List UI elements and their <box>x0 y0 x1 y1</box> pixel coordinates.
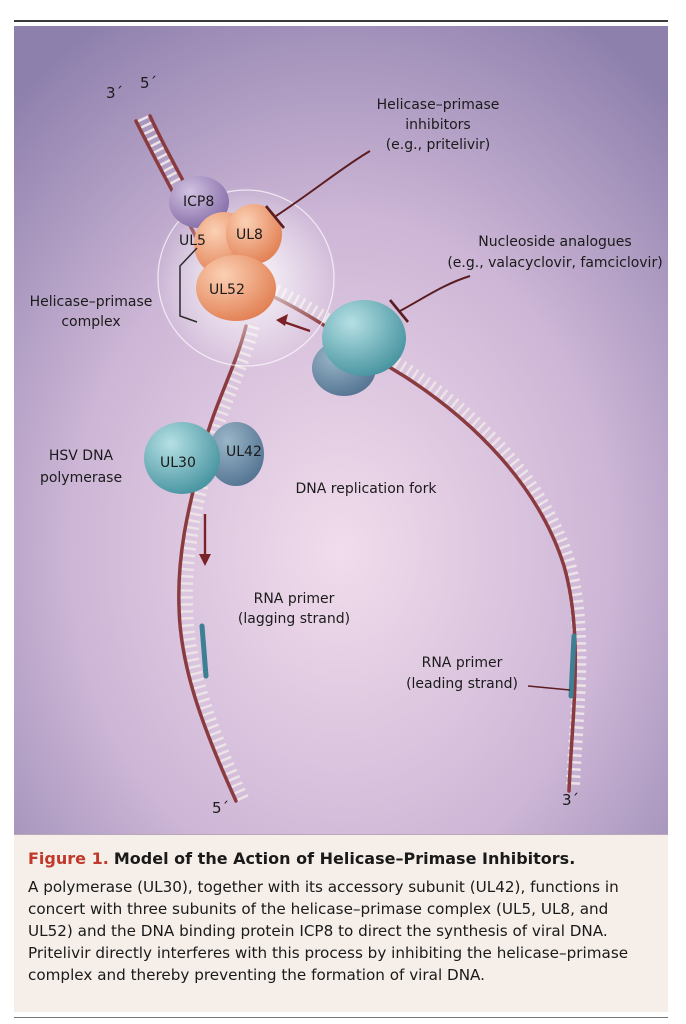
caption-body: A polymerase (UL30), together with its a… <box>28 878 629 984</box>
rna-primers <box>199 623 577 699</box>
ul8-label: UL8 <box>236 227 263 243</box>
lagging-primer-label-line1: RNA primer <box>254 591 335 607</box>
caption-title-line: Figure 1. Model of the Action of Helicas… <box>28 849 654 868</box>
nucleoside-target-protein <box>322 300 406 376</box>
leading-primer-pointer <box>527 685 571 691</box>
ul5-label: UL5 <box>179 233 206 249</box>
fork-label: DNA replication fork <box>296 481 438 497</box>
diagram-background <box>14 26 668 834</box>
replication-fork-diagram: 3´ 5´ 5´ 3´ ICP8 UL8 UL5 UL52 UL30 UL42 … <box>14 26 668 834</box>
caption-title: Model of the Action of Helicase–Primase … <box>113 849 576 868</box>
direction-arrows <box>199 314 311 566</box>
helicase-complex-label-line1: Helicase–primase <box>30 294 153 310</box>
leading-primer-label-line2: (leading strand) <box>406 676 518 692</box>
figure-caption: Figure 1. Model of the Action of Helicas… <box>14 834 668 1012</box>
lagging-rna-primer <box>199 623 209 679</box>
helicase-glow-ring <box>157 189 335 367</box>
five-prime-bottom-label: 5´ <box>212 799 229 817</box>
ul30-label: UL30 <box>160 455 196 471</box>
helicase-complex-label-line2: complex <box>61 314 120 330</box>
fork-direction-arrowhead <box>276 314 288 326</box>
bottom-rule <box>14 1017 668 1018</box>
inhibitor-lines <box>264 150 471 323</box>
top-rule <box>14 20 668 22</box>
ul8-protein <box>226 204 282 264</box>
icp8-label: ICP8 <box>183 194 214 210</box>
lagging-strand-rungs <box>178 324 260 804</box>
nucleoside-inhibitor-line <box>399 275 471 312</box>
lagging-strand-backbone <box>177 324 248 803</box>
helicase-inhibitor-line <box>275 150 371 217</box>
nucleoside-label-line2: (e.g., valacyclovir, famciclovir) <box>447 255 662 271</box>
three-prime-bottom-label: 3´ <box>562 791 579 809</box>
three-prime-top-label: 3´ <box>106 84 123 102</box>
nucleoside-inhibitor-bar <box>388 299 410 323</box>
inhibitors-label-line2: inhibitors <box>405 117 470 133</box>
complex-bracket <box>179 247 198 323</box>
fork-direction-arrow <box>283 320 311 333</box>
inhibitors-label-line1: Helicase–primase <box>377 97 500 113</box>
helicase-inhibitor-bar <box>264 205 286 229</box>
inhibitors-label-line3: (e.g., pritelivir) <box>386 137 491 153</box>
hsv-polymerase-label-line1: HSV DNA <box>49 448 114 464</box>
leading-rna-primer <box>568 633 577 699</box>
hsv-polymerase-label-line2: polymerase <box>40 470 122 486</box>
ul52-label: UL52 <box>209 282 245 298</box>
nucleoside-label-line1: Nucleoside analogues <box>478 234 631 250</box>
ul52-protein <box>196 255 276 321</box>
lagging-primer-label-line2: (lagging strand) <box>238 611 350 627</box>
polymerase-direction-arrowhead <box>199 554 211 566</box>
ul42-protein <box>208 422 264 486</box>
five-prime-top-label: 5´ <box>140 74 157 92</box>
ul42-label: UL42 <box>226 444 262 460</box>
ul30-protein <box>144 422 220 494</box>
leading-primer-label-line1: RNA primer <box>422 655 503 671</box>
caption-figure-number: Figure 1. <box>28 849 109 868</box>
